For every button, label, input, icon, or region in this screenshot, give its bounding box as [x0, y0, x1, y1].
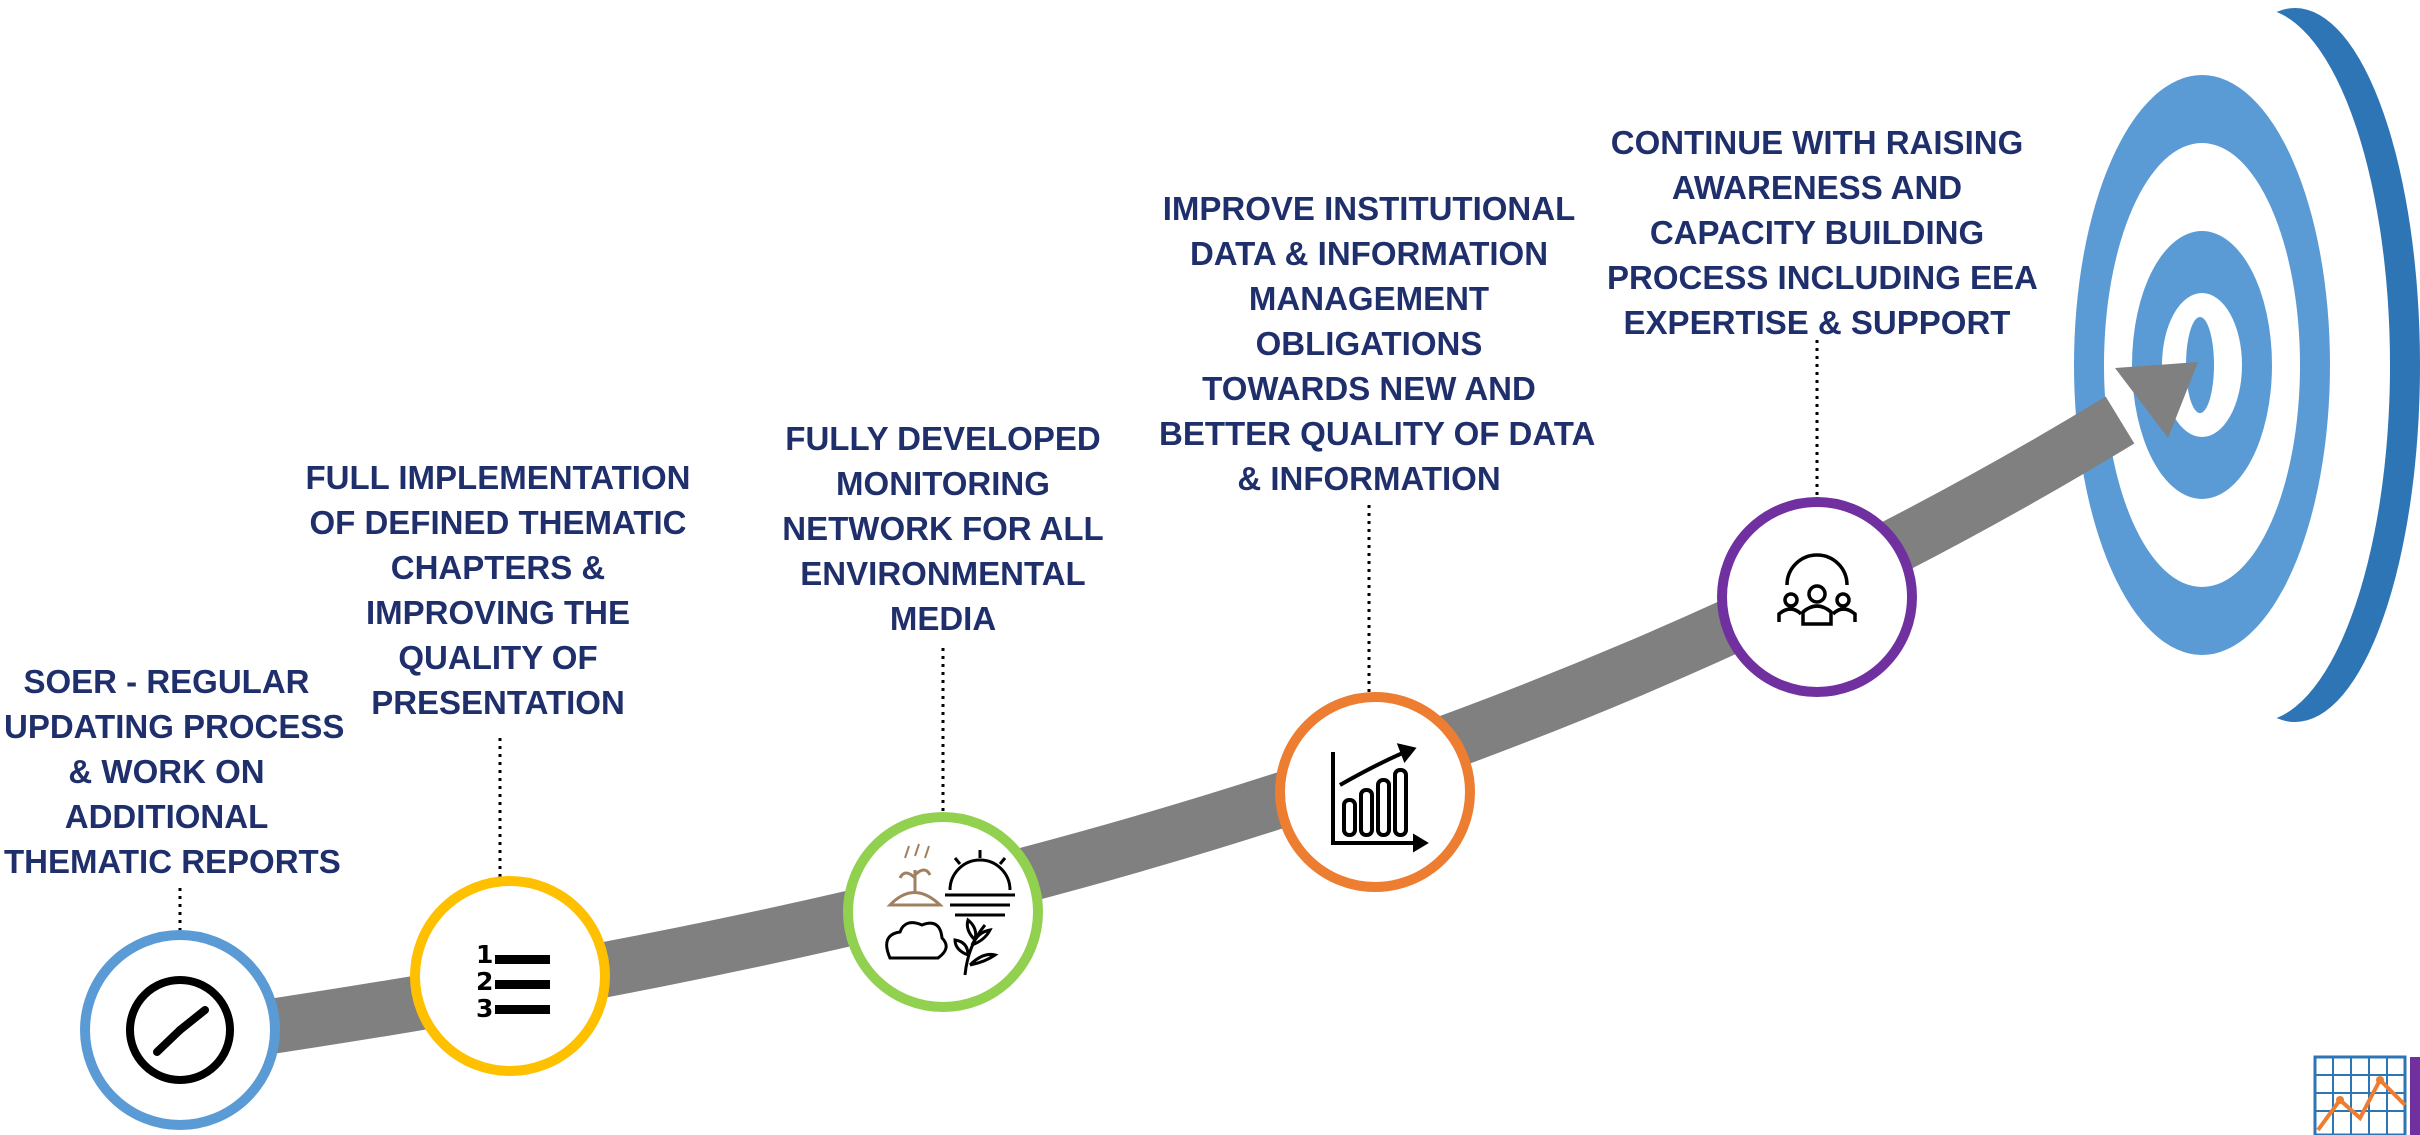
people-group-icon [1777, 553, 1857, 626]
environment-media-icon [885, 843, 1015, 976]
logo-icon [2313, 1055, 2420, 1135]
step-3-circle [843, 812, 1043, 1012]
step-1-label: SOER - REGULAR UPDATING PROCESS & WORK O… [4, 663, 345, 880]
step-4-label: IMPROVE INSTITUTIONAL DATA & INFORMATION… [1159, 190, 1596, 497]
numbered-list-icon: 1 2 3 [476, 940, 550, 1023]
target-icon [2074, 8, 2420, 722]
growth-chart-icon [1331, 743, 1429, 853]
svg-text:1: 1 [476, 940, 493, 969]
step-4-circle [1275, 692, 1475, 892]
step-2-label: FULL IMPLEMENTATION OF DEFINED THEMATIC … [305, 459, 691, 721]
step-1-circle [80, 930, 280, 1130]
step-3-label: FULLY DEVELOPED MONITORING NETWORK FOR A… [782, 420, 1104, 637]
step-5-label: CONTINUE WITH RAISING AWARENESS AND CAPA… [1607, 124, 2038, 341]
leader-lines [178, 340, 1819, 935]
step-2-circle: 1 2 3 [410, 876, 610, 1076]
step-5-circle [1717, 497, 1917, 697]
svg-text:2: 2 [476, 967, 493, 996]
svg-text:3: 3 [476, 994, 493, 1023]
clock-icon [126, 976, 234, 1084]
